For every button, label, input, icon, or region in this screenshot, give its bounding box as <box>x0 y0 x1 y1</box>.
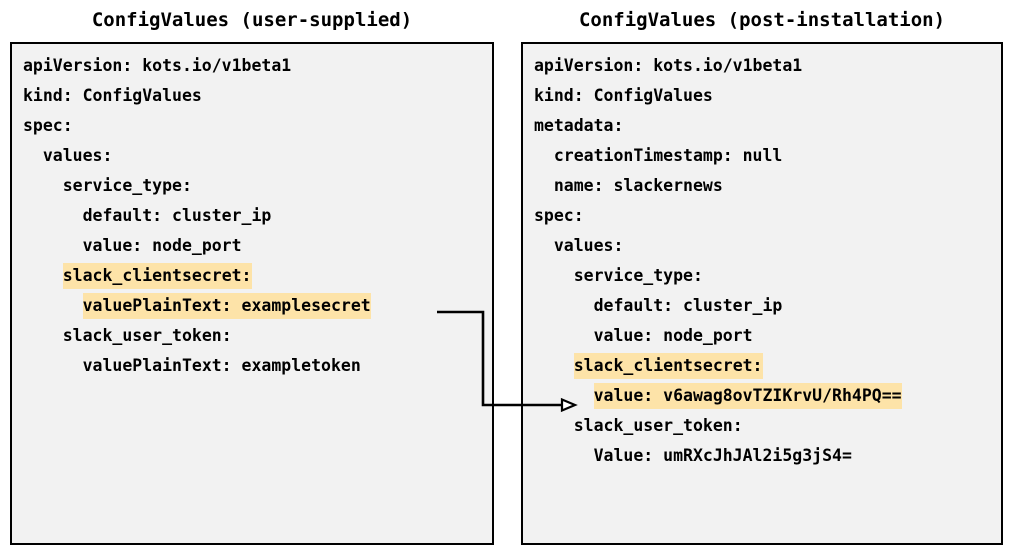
code-text: kind: ConfigValues <box>534 86 713 105</box>
code-line: kind: ConfigValues <box>23 81 492 111</box>
panel-title-user-supplied: ConfigValues (user-supplied) <box>91 9 413 31</box>
code-line: creationTimestamp: null <box>534 141 1001 171</box>
code-line: spec: <box>534 201 1001 231</box>
code-text-highlighted: slack_clientsecret: <box>573 353 763 379</box>
code-indent <box>534 236 554 255</box>
code-indent <box>534 266 574 285</box>
code-line: slack_clientsecret: <box>23 261 492 291</box>
code-line: default: cluster_ip <box>23 201 492 231</box>
code-indent <box>534 446 594 465</box>
code-indent <box>23 266 63 285</box>
code-text: values: <box>42 146 113 165</box>
code-indent <box>23 296 83 315</box>
code-indent <box>534 296 594 315</box>
code-indent <box>534 356 574 375</box>
code-text: value: node_port <box>593 326 753 345</box>
config-values-post-installation-panel: apiVersion: kots.io/v1beta1 kind: ConfigV… <box>521 42 1003 545</box>
code-text-highlighted: valuePlainText: examplesecret <box>82 293 371 319</box>
code-line: value: node_port <box>23 231 492 261</box>
code-indent <box>23 326 63 345</box>
code-line: slack_user_token: <box>534 411 1001 441</box>
code-line: service_type: <box>534 261 1001 291</box>
code-text: service_type: <box>573 266 703 285</box>
code-text: spec: <box>23 116 73 135</box>
code-line: apiVersion: kots.io/v1beta1 <box>23 51 492 81</box>
code-text: apiVersion: kots.io/v1beta1 <box>534 56 803 75</box>
code-line: kind: ConfigValues <box>534 81 1001 111</box>
code-indent <box>23 206 83 225</box>
code-block-user-supplied: apiVersion: kots.io/v1beta1 kind: ConfigV… <box>23 51 492 381</box>
code-text: slack_user_token: <box>62 326 232 345</box>
code-line: slack_clientsecret: <box>534 351 1001 381</box>
code-line: values: <box>534 231 1001 261</box>
code-text: value: node_port <box>82 236 242 255</box>
code-text: default: cluster_ip <box>82 206 272 225</box>
code-line: service_type: <box>23 171 492 201</box>
code-text: slack_user_token: <box>573 416 743 435</box>
code-text: values: <box>553 236 624 255</box>
code-indent <box>534 386 594 405</box>
code-indent <box>534 326 594 345</box>
code-line: value: node_port <box>534 321 1001 351</box>
code-text: kind: ConfigValues <box>23 86 202 105</box>
code-text-highlighted: value: v6awag8ovTZIKrvU/Rh4PQ== <box>593 383 902 409</box>
code-indent <box>534 416 574 435</box>
code-text: service_type: <box>62 176 192 195</box>
code-line: Value: umRXcJhJAl2i5g3jS4= <box>534 441 1001 471</box>
code-line: valuePlainText: examplesecret <box>23 291 492 321</box>
code-block-post-installation: apiVersion: kots.io/v1beta1 kind: ConfigV… <box>534 51 1001 471</box>
code-indent <box>23 236 83 255</box>
code-indent <box>23 356 83 375</box>
code-indent <box>23 176 63 195</box>
panel-title-post-installation: ConfigValues (post-installation) <box>578 9 946 31</box>
code-text: metadata: <box>534 116 624 135</box>
code-text: name: slackernews <box>553 176 723 195</box>
code-line: metadata: <box>534 111 1001 141</box>
code-text-highlighted: slack_clientsecret: <box>62 263 252 289</box>
code-line: slack_user_token: <box>23 321 492 351</box>
code-line: values: <box>23 141 492 171</box>
code-text: Value: umRXcJhJAl2i5g3jS4= <box>593 446 852 465</box>
code-line: apiVersion: kots.io/v1beta1 <box>534 51 1001 81</box>
code-text: default: cluster_ip <box>593 296 783 315</box>
code-indent <box>23 146 43 165</box>
code-text: spec: <box>534 206 584 225</box>
config-values-user-supplied-panel: apiVersion: kots.io/v1beta1 kind: ConfigV… <box>10 42 494 545</box>
code-indent <box>534 176 554 195</box>
code-line: spec: <box>23 111 492 141</box>
code-line: valuePlainText: exampletoken <box>23 351 492 381</box>
code-indent <box>534 146 554 165</box>
code-text: valuePlainText: exampletoken <box>82 356 361 375</box>
code-line: default: cluster_ip <box>534 291 1001 321</box>
code-line: value: v6awag8ovTZIKrvU/Rh4PQ== <box>534 381 1001 411</box>
code-text: apiVersion: kots.io/v1beta1 <box>23 56 292 75</box>
code-line: name: slackernews <box>534 171 1001 201</box>
code-text: creationTimestamp: null <box>553 146 783 165</box>
